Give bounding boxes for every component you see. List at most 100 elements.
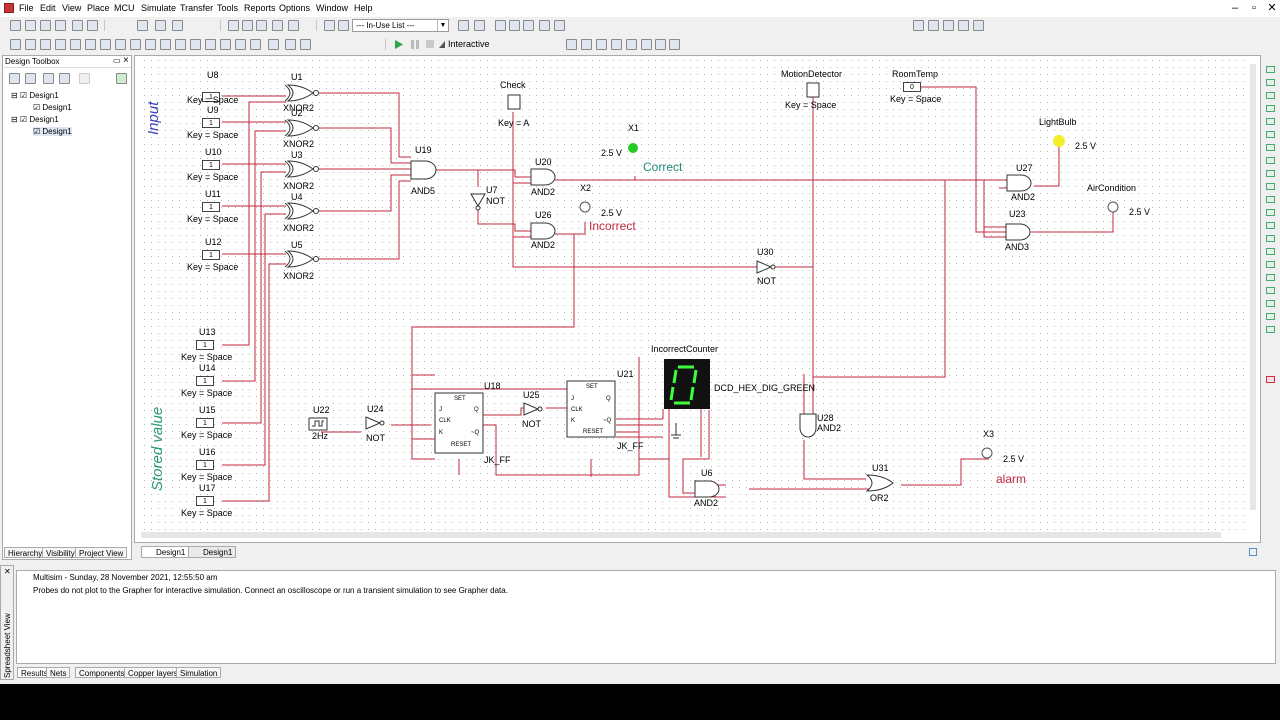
cut-icon[interactable] — [137, 20, 148, 31]
menu-edit[interactable]: Edit — [40, 3, 56, 13]
roomtemp-switch[interactable]: 0 — [903, 82, 921, 92]
place-connector-icon[interactable] — [285, 39, 296, 50]
tree-item-design1[interactable]: ⊟ ☑ Design1 — [11, 91, 59, 100]
spectrum-analyzer-icon[interactable] — [1266, 222, 1275, 229]
u11-switch[interactable]: 1 — [202, 202, 220, 212]
u14-switch[interactable]: 1 — [196, 376, 214, 386]
u10-switch[interactable]: 1 — [202, 160, 220, 170]
menu-mcu[interactable]: MCU — [114, 3, 135, 13]
agilent-multimeter-icon[interactable] — [1266, 261, 1275, 268]
print-preview-icon[interactable] — [87, 20, 98, 31]
stop-icon[interactable] — [425, 39, 435, 50]
tree-item-design1-b-sheet[interactable]: ☑ Design1 — [33, 127, 72, 136]
probe-power-icon[interactable] — [596, 39, 607, 50]
place-ttl-icon[interactable] — [85, 39, 96, 50]
close-spreadsheet-icon[interactable]: ✕ — [4, 567, 11, 576]
tektronix-scope-icon[interactable] — [1266, 287, 1275, 294]
spreadsheet-icon[interactable] — [242, 20, 253, 31]
fullscreen-icon[interactable] — [973, 20, 984, 31]
undo-icon[interactable] — [155, 20, 166, 31]
place-misc-digital-icon[interactable] — [115, 39, 126, 50]
postprocessor-icon[interactable] — [288, 20, 299, 31]
menu-tools[interactable]: Tools — [217, 3, 239, 13]
tab-project-view[interactable]: Project View — [75, 547, 128, 558]
place-diode-icon[interactable] — [40, 39, 51, 50]
place-wire-icon[interactable] — [300, 39, 311, 50]
pause-icon[interactable] — [410, 39, 420, 50]
tab-simulation[interactable]: Simulation — [176, 667, 222, 678]
search-icon[interactable] — [539, 20, 550, 31]
zoom-sheet-icon[interactable] — [958, 20, 969, 31]
component-wizard-icon[interactable] — [272, 20, 283, 31]
network-analyzer-icon[interactable] — [1266, 235, 1275, 242]
new-folder-icon[interactable] — [9, 73, 20, 84]
tree-item-design1-b[interactable]: ⊟ ☑ Design1 — [11, 115, 59, 124]
sheet-nav-icon[interactable] — [1249, 548, 1257, 556]
save-icon[interactable] — [55, 20, 66, 31]
close-toolbox-icon[interactable]: × — [123, 55, 129, 66]
probe-diff-icon[interactable] — [611, 39, 622, 50]
place-bus-icon[interactable] — [250, 39, 261, 50]
ni-elvis-icon[interactable] — [1266, 313, 1275, 320]
u9-switch[interactable]: 1 — [202, 118, 220, 128]
multimeter-icon[interactable] — [1266, 66, 1275, 73]
agilent-scope-icon[interactable] — [1266, 274, 1275, 281]
probe-digital-icon[interactable] — [626, 39, 637, 50]
logic-analyzer-icon[interactable] — [1266, 183, 1275, 190]
tab-copper-layers[interactable]: Copper layers — [124, 667, 182, 678]
probe-voltage-icon[interactable] — [566, 39, 577, 50]
open-samples-icon[interactable] — [40, 20, 51, 31]
menu-options[interactable]: Options — [279, 3, 311, 13]
place-power-icon[interactable] — [160, 39, 171, 50]
place-transistor-icon[interactable] — [55, 39, 66, 50]
database-icon[interactable] — [256, 20, 267, 31]
bode-plotter-icon[interactable] — [1266, 131, 1275, 138]
labview-icon[interactable] — [1266, 300, 1275, 307]
iv-analyzer-icon[interactable] — [1266, 196, 1275, 203]
menu-window[interactable]: Window — [316, 3, 349, 13]
place-source-icon[interactable] — [10, 39, 21, 50]
tab-visibility[interactable]: Visibility — [42, 547, 79, 558]
probe-current-icon[interactable] — [581, 39, 592, 50]
forward-annotate-icon[interactable] — [523, 20, 534, 31]
redo-icon[interactable] — [172, 20, 183, 31]
place-rf-icon[interactable] — [190, 39, 201, 50]
place-basic-icon[interactable] — [25, 39, 36, 50]
restore-button[interactable]: ▫ — [1252, 2, 1256, 14]
place-analog-icon[interactable] — [70, 39, 81, 50]
menu-reports[interactable]: Reports — [244, 3, 276, 13]
zoom-in-icon[interactable] — [913, 20, 924, 31]
pin-icon[interactable]: ▭ — [113, 56, 121, 65]
word-generator-icon[interactable] — [1266, 157, 1275, 164]
place-cmos-icon[interactable] — [100, 39, 111, 50]
erc-icon[interactable] — [458, 20, 469, 31]
menu-transfer[interactable]: Transfer — [180, 3, 214, 13]
interactive-label[interactable]: Interactive — [448, 39, 490, 49]
close-button[interactable]: ✕ — [1267, 2, 1277, 14]
new-icon[interactable] — [10, 20, 21, 31]
u8-switch[interactable]: 1 — [202, 92, 220, 102]
in-use-list-combo[interactable]: --- In-Use List --- ▼ — [352, 19, 449, 32]
minimize-button[interactable]: – — [1231, 2, 1239, 14]
logic-converter-icon[interactable] — [1266, 170, 1275, 177]
place-component-icon[interactable] — [324, 20, 335, 31]
zoom-out-icon[interactable] — [928, 20, 939, 31]
grapher-icon[interactable] — [228, 20, 239, 31]
menu-place[interactable]: Place — [87, 3, 110, 13]
horizontal-scrollbar[interactable] — [141, 532, 1221, 538]
distortion-analyzer-icon[interactable] — [1266, 209, 1275, 216]
probe-settings-icon[interactable] — [655, 39, 666, 50]
probe-tool-icon[interactable] — [1266, 376, 1275, 383]
u13-switch[interactable]: 1 — [196, 340, 214, 350]
analysis-icon[interactable] — [474, 20, 485, 31]
close-design-icon[interactable] — [59, 73, 70, 84]
open-icon[interactable] — [25, 20, 36, 31]
help-icon[interactable] — [554, 20, 565, 31]
open-design-icon[interactable] — [25, 73, 36, 84]
run-icon[interactable] — [394, 39, 404, 50]
tab-nets[interactable]: Nets — [46, 667, 71, 678]
frequency-counter-icon[interactable] — [1266, 144, 1275, 151]
place-hier-icon[interactable] — [338, 20, 349, 31]
delete-icon[interactable] — [79, 73, 90, 84]
function-generator-icon[interactable] — [1266, 79, 1275, 86]
